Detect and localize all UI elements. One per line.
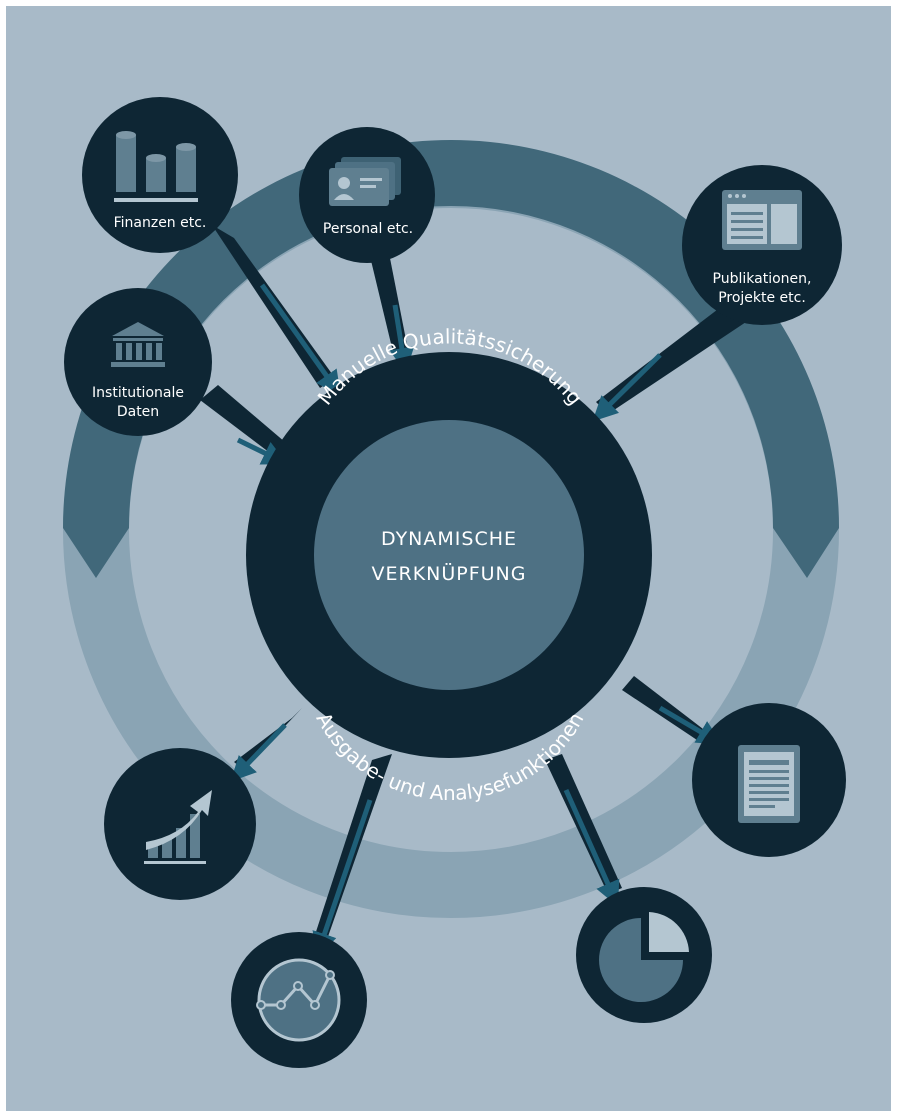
browser-window-icon <box>722 190 802 250</box>
institutionale-node: Institutionale Daten <box>64 288 212 436</box>
growth-output-node <box>104 748 256 900</box>
center-title-line2: VERKNÜPFUNG <box>371 562 526 585</box>
line-chart-icon <box>256 958 341 1042</box>
center-inner-circle <box>314 420 584 690</box>
institutionale-label-line2: Daten <box>117 404 159 420</box>
institutionale-label-line1: Institutionale <box>92 385 184 401</box>
publikationen-label-line2: Projekte etc. <box>718 290 806 306</box>
finanzen-node: Finanzen etc. <box>82 97 238 253</box>
publikationen-label-line1: Publikationen, <box>713 271 812 287</box>
report-output-node <box>692 703 846 857</box>
center-title-line1: DYNAMISCHE <box>381 528 517 550</box>
pie-chart-output-node <box>576 887 712 1023</box>
personal-label: Personal etc. <box>323 221 413 237</box>
report-document-icon <box>738 745 800 823</box>
publikationen-node: Publikationen, Projekte etc. <box>682 165 842 325</box>
bar-cylinders-icon <box>114 131 198 202</box>
line-chart-output-node <box>231 932 367 1068</box>
personal-node: Personal etc. <box>299 127 435 263</box>
finanzen-label: Finanzen etc. <box>114 215 207 231</box>
id-cards-icon <box>329 157 401 206</box>
outer-ring-upper <box>63 140 839 578</box>
growth-chart-icon <box>144 790 212 864</box>
institution-building-icon <box>111 322 165 367</box>
pie-chart-icon <box>599 912 689 1002</box>
output-arrows <box>230 705 723 958</box>
